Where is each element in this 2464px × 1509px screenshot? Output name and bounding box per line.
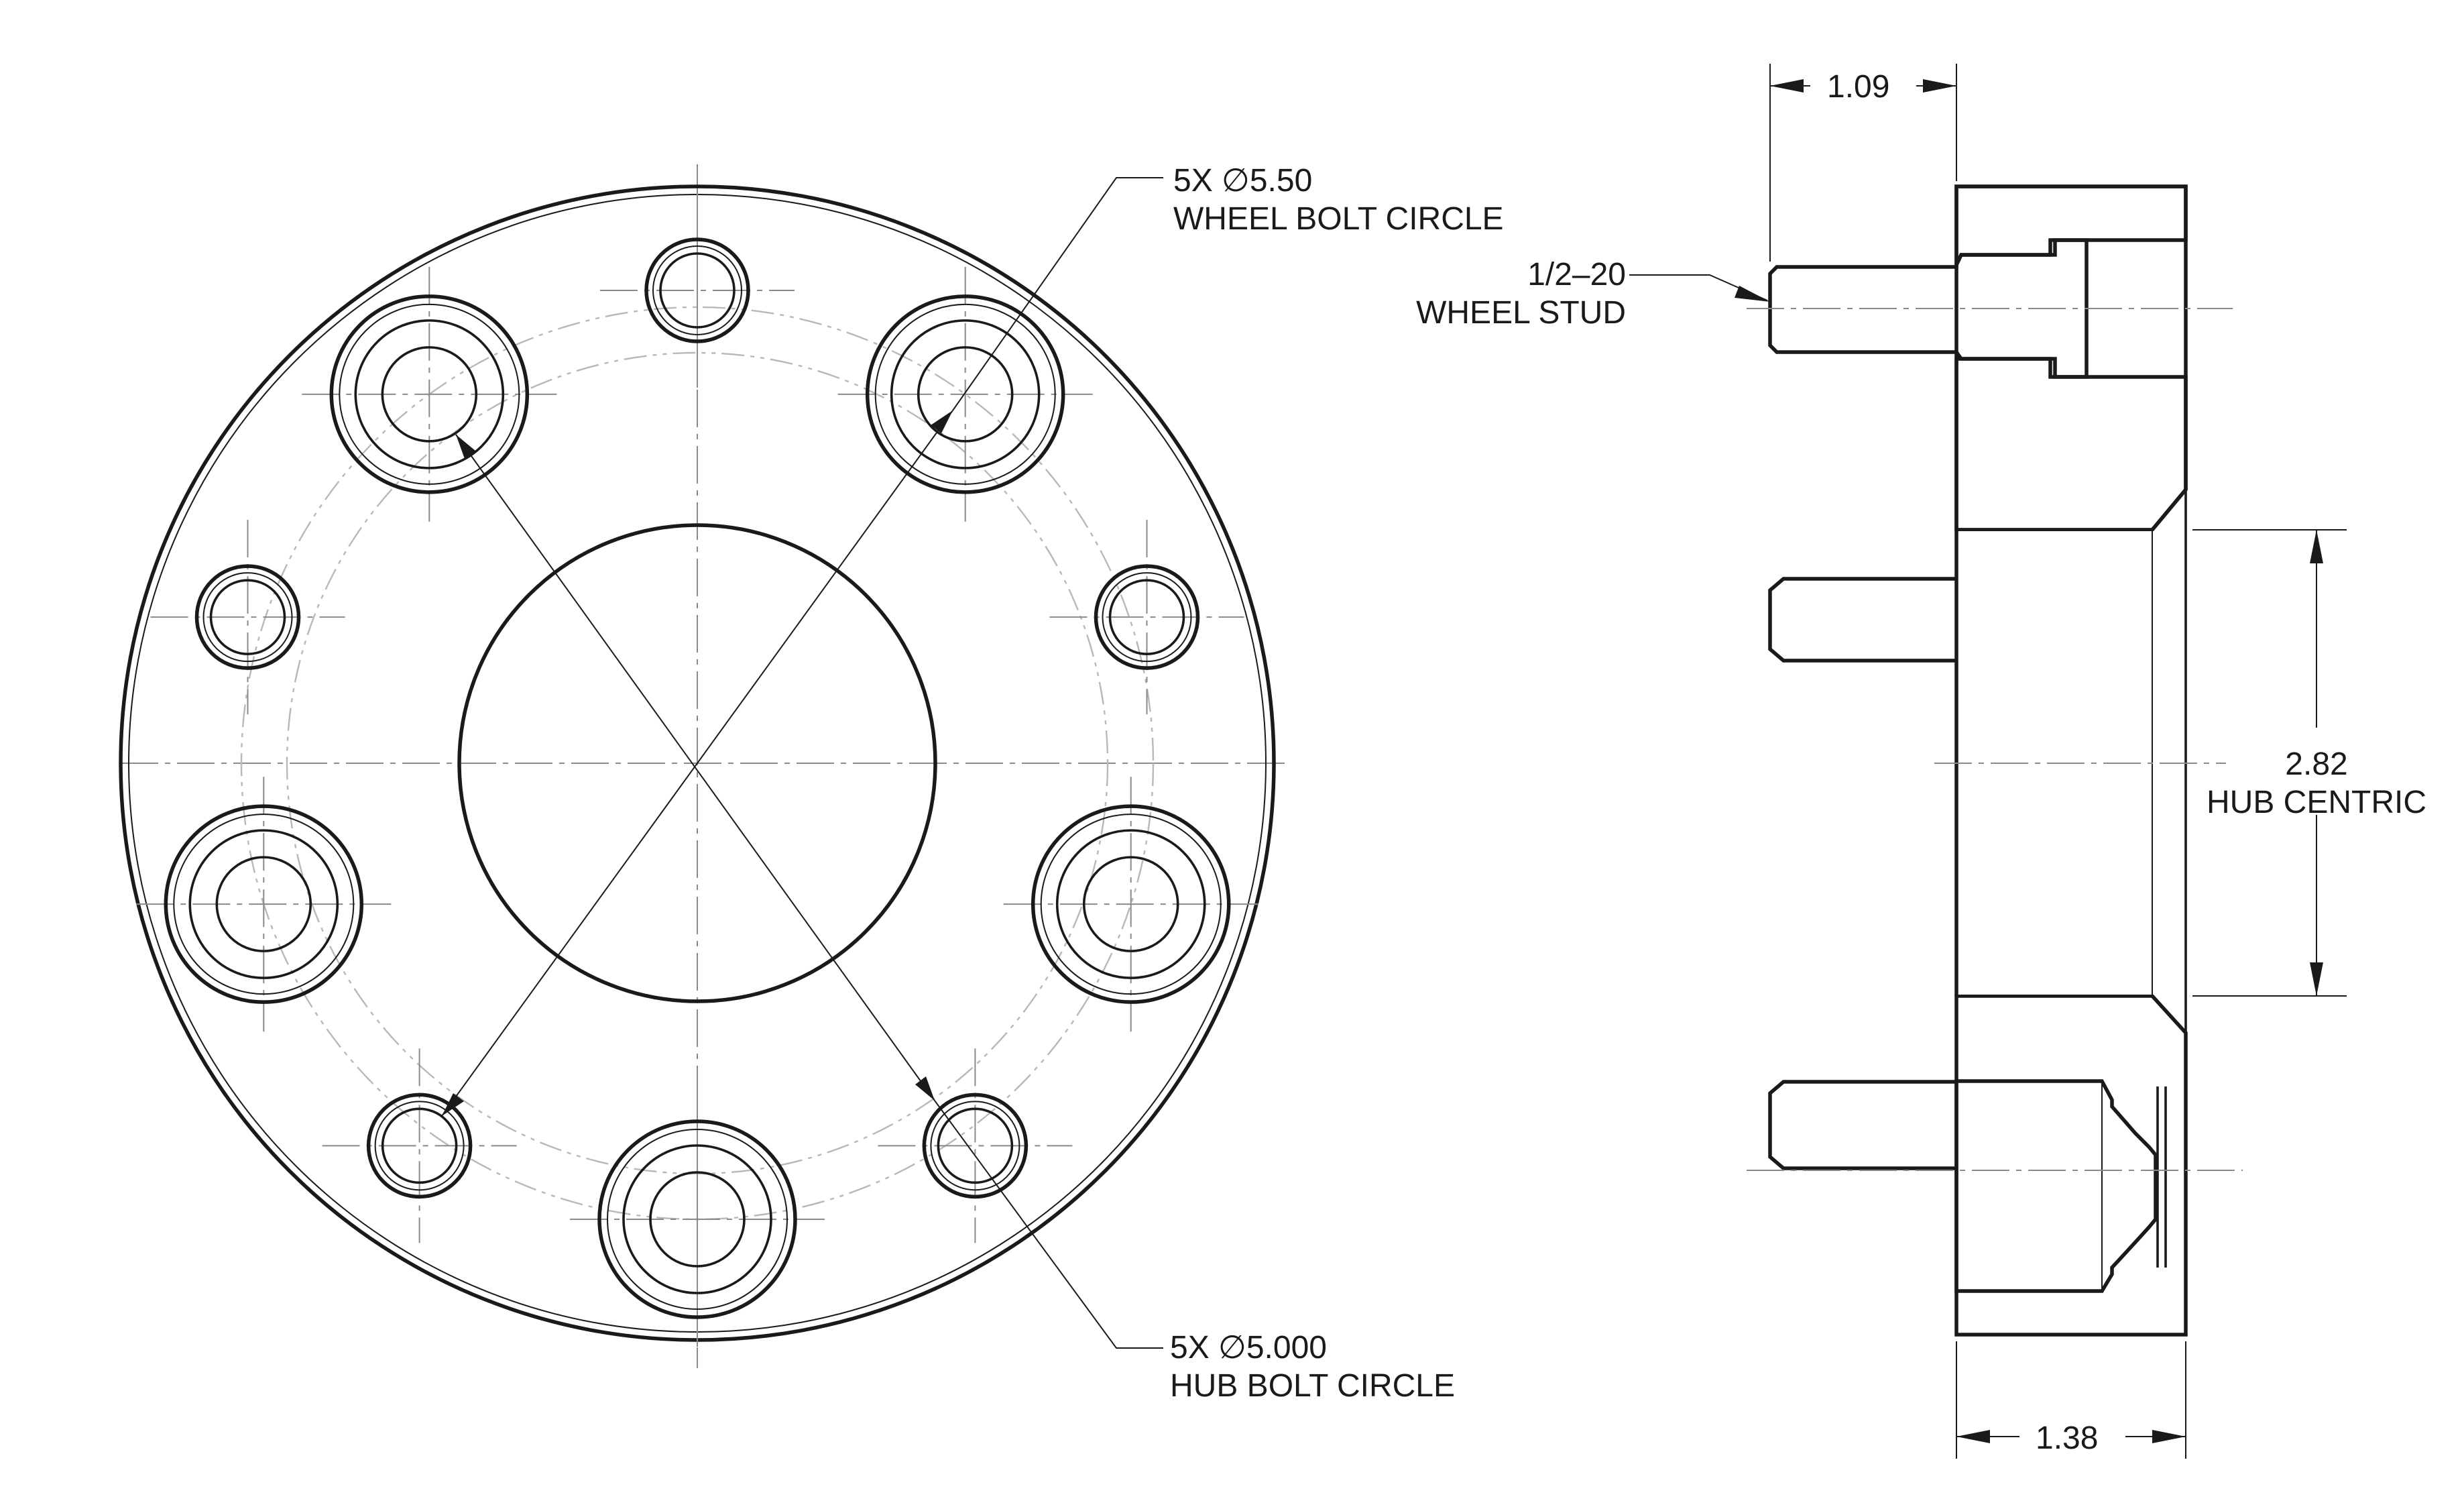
large-stud-hole <box>302 266 557 522</box>
center-bore <box>457 523 937 1003</box>
small-stud-hole <box>600 193 795 388</box>
hub-centric-value: 2.82 <box>2285 746 2347 782</box>
dim-stud-protrusion-value: 1.09 <box>1827 69 1889 105</box>
wheel-stud-section <box>1768 238 2089 379</box>
section-lower <box>1954 994 2188 1337</box>
wheel-bolt-circle-callout-line1: 5X ∅5.50 <box>1173 163 1312 199</box>
hub-centric-label: HUB CENTRIC <box>2207 785 2426 820</box>
small-hole-group <box>150 193 1244 1243</box>
wheel-stud-callout-line1: 1/2–20 <box>1527 257 1626 292</box>
front-leaders <box>441 177 1163 1349</box>
large-stud-hole <box>136 777 392 1032</box>
dim-stud-protrusion: 1.09 <box>1769 64 1957 262</box>
side-centerlines <box>1747 308 2243 1171</box>
large-stud-hole <box>1003 777 1258 1032</box>
hub-bolt-circle-callout-line1: 5X ∅5.000 <box>1170 1330 1327 1365</box>
wheel-stud-callout-line2: WHEEL STUD <box>1416 295 1626 331</box>
wheel-stud-middle <box>1768 577 1956 663</box>
front-view: 5X ∅5.50 WHEEL BOLT CIRCLE 5X ∅5.000 HUB… <box>119 163 1504 1404</box>
front-centerlines <box>121 164 1291 1368</box>
dim-spacer-thickness: 1.38 <box>1956 1341 2186 1459</box>
dim-spacer-thickness-value: 1.38 <box>2036 1420 2098 1456</box>
large-stud-hole <box>837 266 1093 522</box>
small-stud-hole <box>150 520 345 715</box>
small-stud-hole <box>1049 520 1244 715</box>
dim-hub-centric: 2.82 HUB CENTRIC <box>2192 529 2426 997</box>
small-stud-hole <box>322 1048 517 1243</box>
wheel-stud-leader: 1/2–20 WHEEL STUD <box>1416 257 1770 331</box>
wheel-bolt-circle-callout-line2: WHEEL BOLT CIRCLE <box>1173 201 1504 237</box>
side-view: 1.09 1.38 2.82 HUB CENTRIC 1/2 <box>1416 64 2426 1459</box>
wheel-stud-lower <box>1768 1080 1956 1170</box>
large-stud-hole <box>570 1092 825 1347</box>
large-hole-group <box>136 266 1258 1347</box>
hub-bolt-circle-callout-line2: HUB BOLT CIRCLE <box>1170 1368 1455 1404</box>
small-stud-hole <box>878 1048 1073 1243</box>
